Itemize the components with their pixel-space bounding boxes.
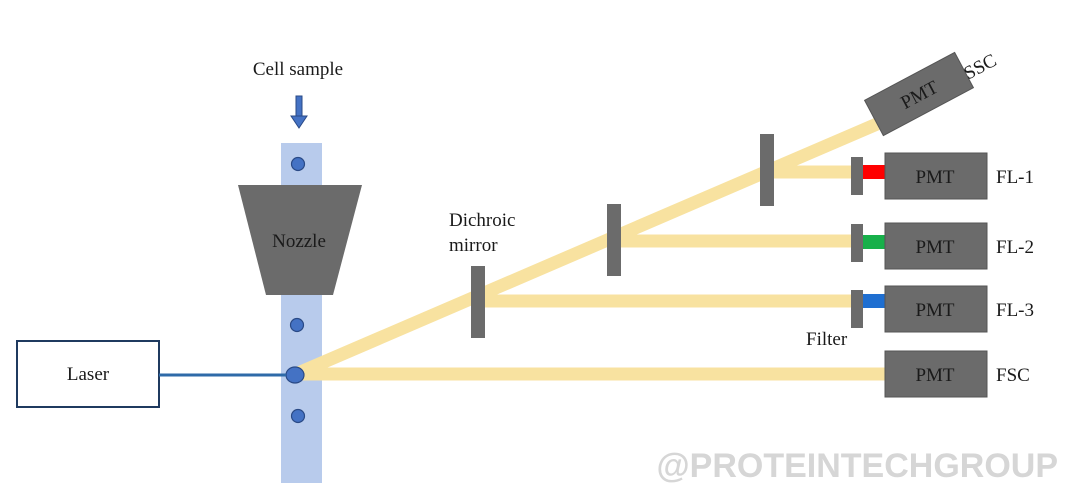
- fl3-label: FL-3: [996, 300, 1034, 321]
- filters: [851, 157, 885, 328]
- laser-box: [16, 340, 160, 408]
- nozzle-label: Nozzle: [272, 231, 326, 252]
- pmt-label: PMT: [915, 365, 954, 386]
- light-beams: [293, 118, 885, 381]
- laser-label: Laser: [67, 364, 110, 385]
- dichroic-mirror: [760, 134, 774, 206]
- pmt-fl2: PMT: [884, 222, 988, 270]
- pmt-label: PMT: [915, 237, 954, 258]
- cell: [290, 408, 306, 424]
- fl2-label: FL-2: [996, 237, 1034, 258]
- dichroic-mirror: [471, 266, 485, 338]
- pmt-label: PMT: [915, 300, 954, 321]
- cell: [290, 156, 306, 172]
- cell-sample-label: Cell sample: [253, 59, 343, 80]
- cell: [289, 317, 305, 333]
- pmt-label: PMT: [915, 167, 954, 188]
- fsc-label: FSC: [996, 365, 1030, 386]
- pmt-fl1: PMT: [884, 152, 988, 200]
- filter-plate: [851, 224, 863, 262]
- watermark: @PROTEINTECHGROUP: [656, 447, 1058, 485]
- nozzle: [238, 185, 362, 295]
- cells: [285, 156, 306, 424]
- cell-in-beam: [285, 366, 305, 384]
- pmt-fl3: PMT: [884, 285, 988, 333]
- filter-plate: [851, 157, 863, 195]
- pmt-fsc: PMT: [884, 350, 988, 398]
- dichroic-label-line1: Dichroic: [449, 210, 515, 231]
- fl3-filter: [863, 294, 885, 308]
- fl2-filter: [863, 235, 885, 249]
- filter-label: Filter: [806, 329, 848, 350]
- ssc-beam: [293, 118, 880, 380]
- down-arrow-icon: [290, 95, 308, 129]
- dichroic-mirror: [607, 204, 621, 276]
- fl1-filter: [863, 165, 885, 179]
- fl1-label: FL-1: [996, 167, 1034, 188]
- filter-plate: [851, 290, 863, 328]
- dichroic-mirrors: [471, 134, 774, 338]
- pmt-ssc: PMT: [863, 51, 975, 137]
- dichroic-label-line2: mirror: [449, 235, 498, 256]
